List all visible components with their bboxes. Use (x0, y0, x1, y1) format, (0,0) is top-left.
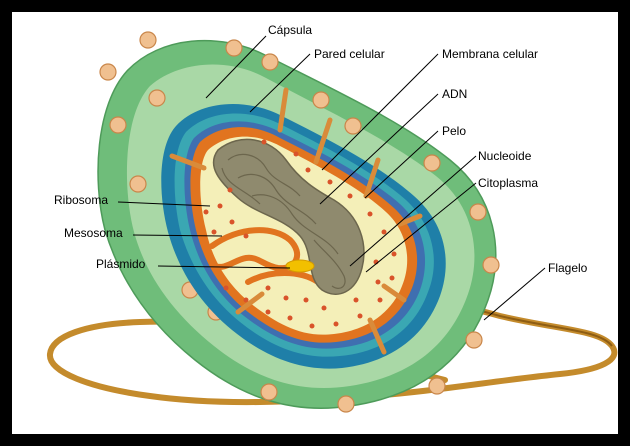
label-adn: ADN (442, 87, 467, 101)
label-mesosoma: Mesosoma (64, 226, 123, 240)
label-plasmido: Plásmido (96, 257, 146, 271)
label-pelo: Pelo (442, 124, 466, 138)
label-nucleoide: Nucleoide (478, 149, 532, 163)
label-capsula: Cápsula (268, 23, 312, 37)
label-citoplasma: Citoplasma (478, 176, 538, 190)
label-membrana-celular: Membrana celular (442, 47, 538, 61)
label-pared-celular: Pared celular (314, 47, 385, 61)
label-flagelo: Flagelo (548, 261, 588, 275)
plasmid (286, 260, 314, 272)
label-ribosoma: Ribosoma (54, 193, 108, 207)
